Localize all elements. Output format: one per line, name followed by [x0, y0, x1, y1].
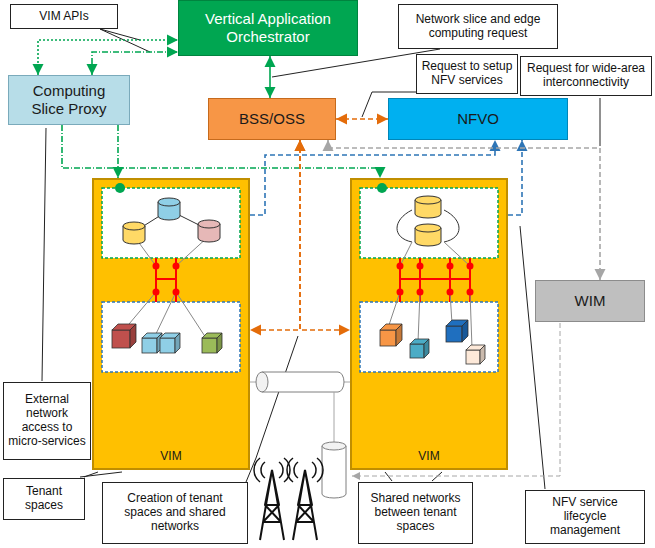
node-label: NFVO [457, 110, 499, 128]
vim-internals [94, 180, 248, 468]
callout-box: Request to setup NFV services [416, 54, 518, 94]
node-label: Vertical Application Orchestrator [185, 10, 351, 46]
connector [117, 125, 119, 178]
connector [92, 52, 178, 75]
orchestrator-box: Vertical Application Orchestrator [178, 0, 358, 56]
wim-box: WIM [535, 280, 645, 322]
connector [269, 56, 271, 98]
vim-internals [352, 180, 506, 468]
callout-box: Request for wide-area interconnectivity [520, 56, 652, 96]
vim-box: VIM [92, 178, 250, 470]
callout-box: Shared networks between tenant spaces [358, 482, 473, 544]
node-label: VIM [418, 449, 439, 463]
node-label: WIM [575, 292, 606, 310]
node-label: Request for wide-area interconnectivity [525, 62, 647, 90]
callout-box: NFV service lifecycle management [525, 490, 645, 544]
node-label: BSS/OSS [239, 110, 305, 128]
callout-box: Network slice and edge computing request [398, 4, 558, 49]
connector [38, 40, 178, 75]
connector [508, 140, 522, 215]
node-label: VIM [160, 449, 181, 463]
antenna-towers [254, 458, 323, 540]
nfvo-box: NFVO [388, 98, 568, 140]
node-label: VIM APIs [39, 10, 88, 24]
node-label: Network slice and edge computing request [403, 13, 553, 41]
bss-oss-box: BSS/OSS [208, 98, 336, 140]
node-label: Computing Slice Proxy [15, 82, 123, 118]
node-label: Creation of tenant spaces and shared net… [107, 492, 243, 533]
callout-box: Creation of tenant spaces and shared net… [102, 482, 248, 544]
node-label: External network access to micro-service… [8, 393, 86, 448]
node-label: Tenant spaces [8, 485, 80, 513]
connector [250, 140, 300, 330]
node-label: NFV service lifecycle management [530, 496, 640, 537]
vim-box: VIM [350, 178, 508, 470]
connector [336, 118, 388, 120]
connector [300, 140, 350, 330]
callout-box: Tenant spaces [3, 478, 85, 520]
proxy-box: Computing Slice Proxy [8, 75, 130, 125]
node-label: Shared networks between tenant spaces [363, 492, 468, 533]
callout-box: VIM APIs [10, 4, 118, 29]
callout-box: External network access to micro-service… [3, 382, 91, 460]
node-label: Request to setup NFV services [421, 60, 513, 88]
